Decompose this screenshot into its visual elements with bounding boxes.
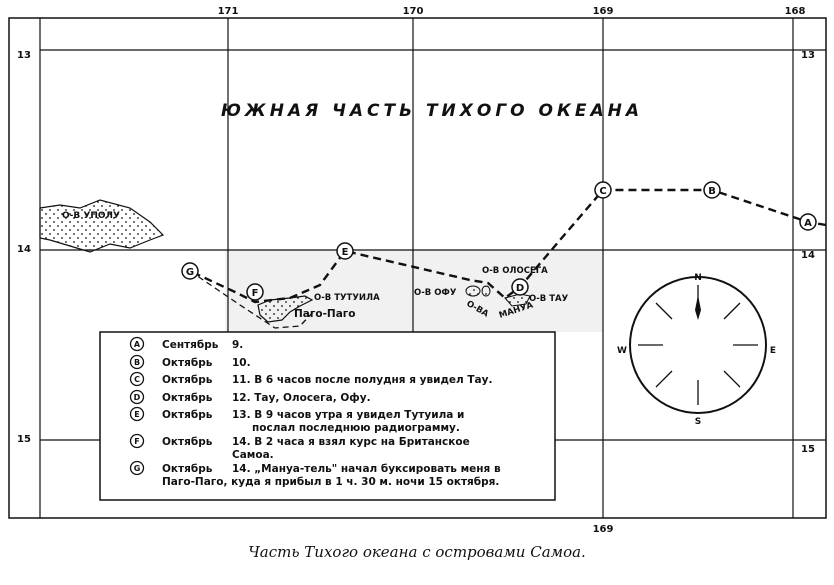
compass-w: W: [617, 346, 627, 356]
legend: A Сентябрь 9. B Октябрь 10. C Октябрь 11. В 6 ча…: [99, 331, 556, 501]
legend-marker: [129, 336, 145, 352]
point-f-marker: [246, 283, 264, 301]
olosega-island: [481, 285, 491, 297]
legend-text-cont: послал последнюю радиограмму.: [252, 422, 460, 434]
legend-month: Октябрь: [162, 392, 213, 404]
ocean-label: ЮЖНАЯ ЧАСТЬ ТИХОГО ОКЕАНА: [221, 101, 643, 121]
legend-text: 12. Тау, Олосега, Офу.: [232, 392, 371, 404]
lon-label: 171: [218, 6, 239, 17]
legend-marker: [129, 406, 145, 422]
legend-mark: D: [134, 393, 141, 402]
pago-label: Паго-Паго: [294, 308, 356, 320]
legend-marker: [129, 433, 145, 449]
point-d-marker: [511, 278, 529, 296]
lat-label: 13: [801, 50, 815, 61]
tutuila-label: О-В ТУТУИЛА: [314, 293, 380, 303]
point-f-label: F: [252, 288, 259, 299]
legend-month: Сентябрь: [162, 339, 219, 351]
legend-text-cont: Паго-Паго, куда я прибыл в 1 ч. 30 м. но…: [162, 476, 499, 488]
point-c-marker: [594, 181, 612, 199]
legend-month: Октябрь: [162, 463, 213, 475]
lat-label: 15: [17, 434, 31, 445]
tow-route-line: [189, 270, 316, 329]
point-e-marker: [336, 242, 354, 260]
compass-n: N: [694, 273, 702, 283]
lon-label: 170: [403, 6, 424, 17]
compass-icon: N S W E: [617, 273, 776, 427]
legend-text: 9.: [232, 339, 243, 351]
legend-text: 11. В 6 часов после полудня я увидел Тау…: [232, 374, 492, 386]
point-a-label: A: [804, 218, 812, 229]
ofu-label: О-В ОФУ: [414, 288, 457, 298]
legend-marker: [129, 354, 145, 370]
lat-label: 15: [801, 444, 815, 455]
legend-month: Октябрь: [162, 436, 213, 448]
lon-label: 169: [593, 524, 614, 535]
legend-mark: G: [134, 464, 141, 473]
point-g-label: G: [186, 267, 194, 278]
legend-month: Октябрь: [162, 374, 213, 386]
point-d-label: D: [516, 283, 524, 294]
point-b-label: B: [708, 186, 716, 197]
lat-label: 14: [801, 250, 815, 261]
legend-month: Октябрь: [162, 409, 213, 421]
olosega-label: О-В ОЛОСЕГА: [482, 266, 548, 276]
point-a-marker: [799, 213, 817, 231]
point-g-marker: [181, 262, 199, 280]
legend-marker: [129, 460, 145, 476]
grid: [39, 18, 826, 518]
tau-label: О-В ТАУ: [529, 294, 569, 304]
ofu-island: [465, 285, 481, 297]
legend-marker: [129, 389, 145, 405]
lat-label: 14: [17, 244, 31, 255]
route-points: A B C D E F G: [181, 181, 817, 301]
legend-text: 13. В 9 часов утра я увидел Тутуила и: [232, 409, 464, 421]
point-c-label: C: [599, 186, 606, 197]
legend-mark: E: [134, 410, 139, 419]
point-b-marker: [703, 181, 721, 199]
legend-month: Октябрь: [162, 357, 213, 369]
upolu-island: [39, 199, 165, 253]
point-e-label: E: [342, 247, 349, 258]
compass-e: E: [770, 346, 776, 356]
legend-text: 10.: [232, 357, 251, 369]
legend-mark: F: [134, 437, 139, 446]
legend-mark: B: [134, 358, 140, 367]
legend-text-cont: Самоа.: [232, 449, 274, 461]
legend-text: 14. „Мануа-тель" начал буксировать меня …: [232, 463, 501, 475]
legend-mark: A: [134, 340, 141, 349]
lon-label: 168: [785, 6, 806, 17]
legend-mark: C: [134, 375, 140, 384]
upolu-label: О-В УПОЛУ: [62, 211, 120, 221]
legend-marker: [129, 371, 145, 387]
lon-label: 169: [593, 6, 614, 17]
compass-s: S: [695, 417, 701, 427]
lat-label: 13: [17, 50, 31, 61]
map-frame: [8, 17, 827, 519]
legend-text: 14. В 2 часа я взял курс на Британское: [232, 436, 470, 448]
route-line: [189, 188, 827, 304]
map-caption: Часть Тихого океана с островами Самоа.: [248, 543, 586, 561]
